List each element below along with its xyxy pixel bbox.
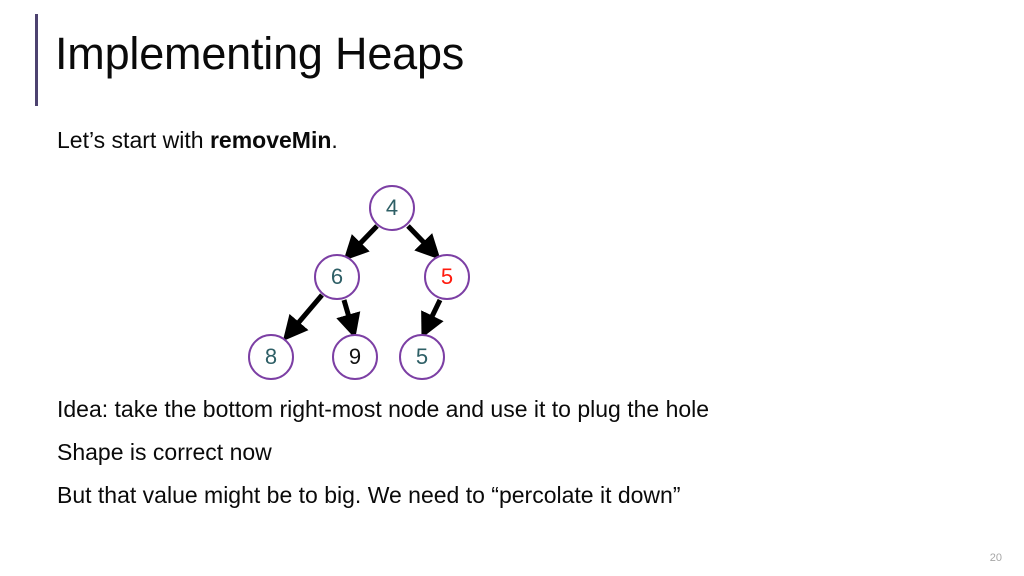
tree-node-right: 5 <box>424 254 470 300</box>
shape-text-line: Shape is correct now <box>57 439 272 465</box>
edge-root-to-right <box>406 224 441 260</box>
lead-suffix-text: . <box>331 127 338 153</box>
idea-text-line: Idea: take the bottom right-most node an… <box>57 396 710 422</box>
percolate-text-line: But that value might be to big. We need … <box>57 482 681 508</box>
tree-node-left-right-label: 9 <box>348 343 362 369</box>
edge-left-to-left-right <box>336 299 361 339</box>
tree-node-left-left: 8 <box>248 334 294 380</box>
tree-node-left-right: 9 <box>332 334 378 380</box>
title-accent-bar <box>35 14 38 106</box>
tree-node-left: 6 <box>314 254 360 300</box>
edge-left-to-left-left <box>282 293 324 342</box>
lead-prefix-text: Let’s start with <box>57 127 210 153</box>
tree-node-right-label: 5 <box>440 263 454 289</box>
tree-node-left-left-label: 8 <box>264 343 278 369</box>
tree-node-right-left-label: 5 <box>415 343 429 369</box>
page-number: 20 <box>989 552 1002 564</box>
page-title: Implementing Heaps <box>55 28 465 79</box>
tree-node-left-label: 6 <box>330 263 344 289</box>
tree-node-root-label: 4 <box>385 194 399 220</box>
edge-right-to-right-left <box>421 298 444 339</box>
lead-text-line: Let’s start with removeMin. <box>57 126 338 155</box>
tree-node-right-left: 5 <box>399 334 445 380</box>
edge-root-to-left <box>343 224 379 261</box>
tree-node-root: 4 <box>369 185 415 231</box>
removemin-emphasis: removeMin <box>209 127 332 153</box>
